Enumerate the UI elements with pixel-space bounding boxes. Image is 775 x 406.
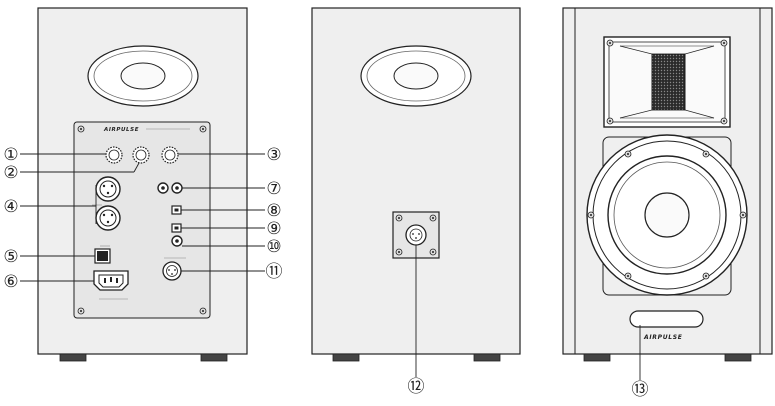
callout-6: ⑥ — [3, 272, 18, 292]
callout-1: ① — [3, 145, 18, 165]
speaker-link-output — [163, 262, 181, 280]
foot-right-1 — [584, 354, 610, 361]
foot-left-2 — [201, 354, 227, 361]
front-port — [630, 311, 703, 327]
ribbon-tweeter — [604, 37, 730, 127]
bass-port-inner-middle — [394, 63, 438, 89]
callout-12: ⑫ — [408, 377, 425, 397]
foot-left-1 — [60, 354, 86, 361]
front-brand-logo: AIRPULSE — [643, 334, 683, 341]
bass-port-inner — [121, 63, 165, 89]
coaxial-port — [172, 236, 182, 246]
callout-11: ⑪ — [266, 262, 283, 282]
callout-13: ⑬ — [632, 380, 649, 400]
active-speaker-rear: AIRPULSE — [38, 8, 247, 361]
panel-brand-logo: AIRPULSE — [103, 127, 139, 133]
power-switch — [95, 249, 110, 263]
speaker-front: AIRPULSE — [563, 8, 772, 361]
foot-right-2 — [725, 354, 751, 361]
callout-10: ⑩ — [266, 237, 281, 257]
callout-8: ⑧ — [266, 201, 281, 221]
xlr-input-top — [96, 177, 120, 201]
tweeter-mesh — [652, 54, 685, 110]
callout-9: ⑨ — [266, 219, 281, 239]
speaker-link-input — [406, 225, 426, 245]
foot-middle-1 — [333, 354, 359, 361]
callout-3: ③ — [266, 145, 281, 165]
callout-5: ⑤ — [3, 247, 18, 267]
xlr-input-bottom — [96, 206, 120, 230]
callout-7: ⑦ — [266, 179, 281, 199]
knob-2 — [133, 147, 149, 163]
callout-2: ② — [3, 163, 18, 183]
woofer — [587, 135, 747, 295]
foot-middle-2 — [474, 354, 500, 361]
knob-3 — [162, 147, 178, 163]
callout-4: ④ — [3, 197, 18, 217]
knob-1 — [106, 147, 122, 163]
power-socket — [94, 271, 128, 290]
